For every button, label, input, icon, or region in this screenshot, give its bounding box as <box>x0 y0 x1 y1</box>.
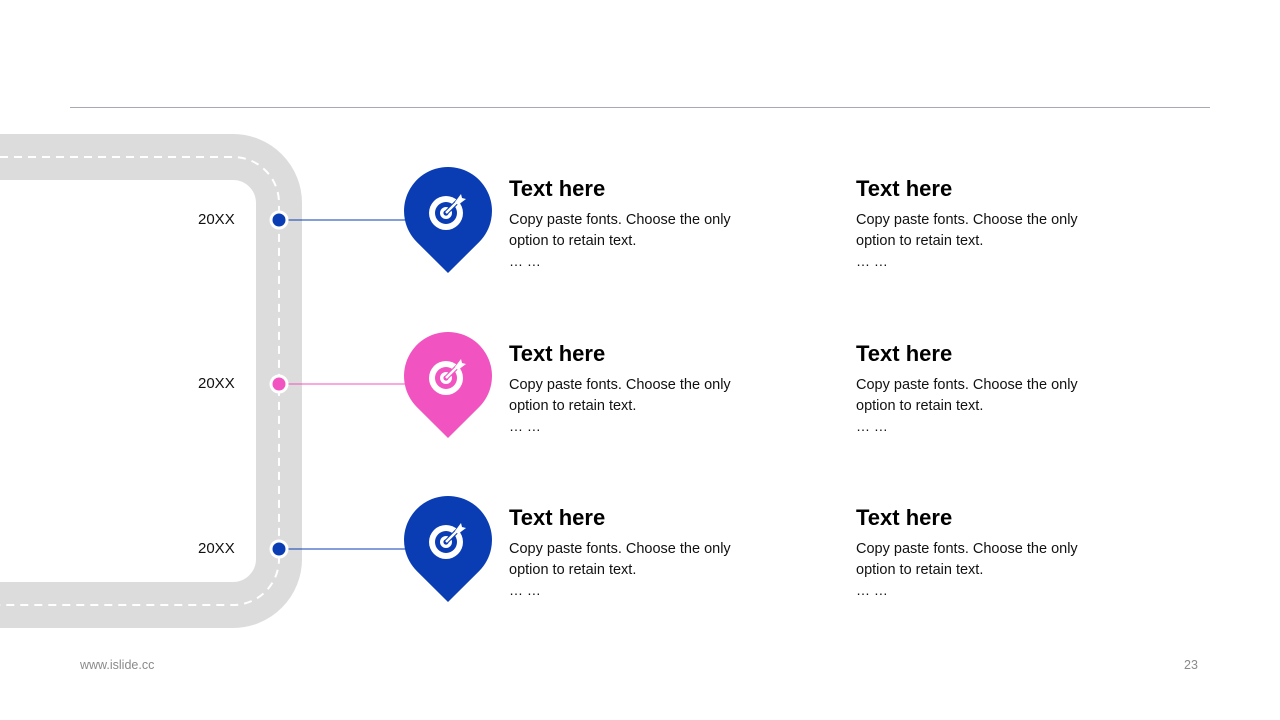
milestone-description: Copy paste fonts. Choose the only option… <box>509 377 731 414</box>
target-icon <box>429 194 466 230</box>
location-pin-3 <box>404 496 492 602</box>
year-label-1: 20XX <box>198 211 235 228</box>
milestone-description: Copy paste fonts. Choose the only option… <box>856 377 1078 414</box>
timeline-dot-3 <box>269 539 289 559</box>
year-label-2: 20XX <box>198 375 235 392</box>
milestone-title: Text here <box>509 341 606 366</box>
milestone-3-left: Text here Copy paste fonts. Choose the o… <box>509 505 769 599</box>
page-number: 23 <box>1184 658 1198 672</box>
milestone-title: Text here <box>509 505 606 530</box>
milestone-title: Text here <box>509 176 606 201</box>
header-divider <box>70 107 1210 108</box>
footer-url: www.islide.cc <box>80 658 155 672</box>
milestone-title: Text here <box>856 176 953 201</box>
timeline-dot-2 <box>269 374 289 394</box>
milestone-3-right: Text here Copy paste fonts. Choose the o… <box>856 505 1116 599</box>
milestone-ellipsis: … … <box>509 582 541 598</box>
milestone-description: Copy paste fonts. Choose the only option… <box>509 541 731 578</box>
location-pin-2 <box>404 332 492 438</box>
milestone-ellipsis: … … <box>509 253 541 269</box>
milestone-description: Copy paste fonts. Choose the only option… <box>856 541 1078 578</box>
milestone-2-right: Text here Copy paste fonts. Choose the o… <box>856 341 1116 435</box>
year-label-3: 20XX <box>198 540 235 557</box>
target-icon <box>429 359 466 395</box>
milestone-description: Copy paste fonts. Choose the only option… <box>856 212 1078 249</box>
location-pin-1 <box>404 167 492 273</box>
milestone-ellipsis: … … <box>856 582 888 598</box>
milestone-2-left: Text here Copy paste fonts. Choose the o… <box>509 341 769 435</box>
milestone-description: Copy paste fonts. Choose the only option… <box>509 212 731 249</box>
target-icon <box>429 523 466 559</box>
milestone-title: Text here <box>856 505 953 530</box>
milestone-ellipsis: … … <box>856 253 888 269</box>
timeline-dot-1 <box>269 210 289 230</box>
milestone-1-left: Text here Copy paste fonts. Choose the o… <box>509 176 769 270</box>
milestone-ellipsis: … … <box>509 418 541 434</box>
milestone-title: Text here <box>856 341 953 366</box>
milestone-1-right: Text here Copy paste fonts. Choose the o… <box>856 176 1116 270</box>
milestone-ellipsis: … … <box>856 418 888 434</box>
